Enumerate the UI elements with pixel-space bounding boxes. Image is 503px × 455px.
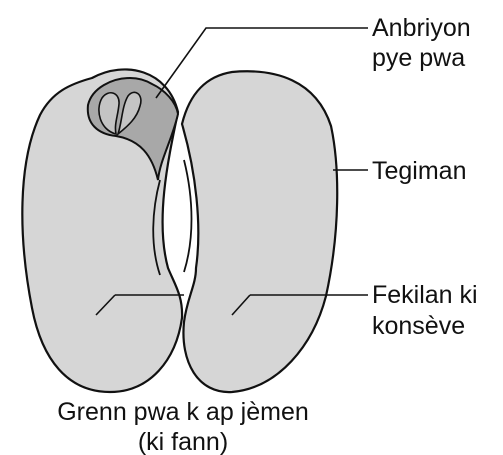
label-cotyledon-line2: konsève xyxy=(372,312,465,340)
label-cotyledon-line1: Fekilan ki xyxy=(372,281,478,309)
split-edge-right xyxy=(184,160,192,272)
right-cotyledon xyxy=(182,71,337,392)
label-embryo-line1: Anbriyon xyxy=(372,14,471,42)
label-seed-coat: Tegiman xyxy=(372,157,467,185)
label-embryo-line2: pye pwa xyxy=(372,44,465,72)
caption-line1: Grenn pwa k ap jèmen xyxy=(57,398,309,426)
caption-line2: (ki fann) xyxy=(138,428,228,455)
